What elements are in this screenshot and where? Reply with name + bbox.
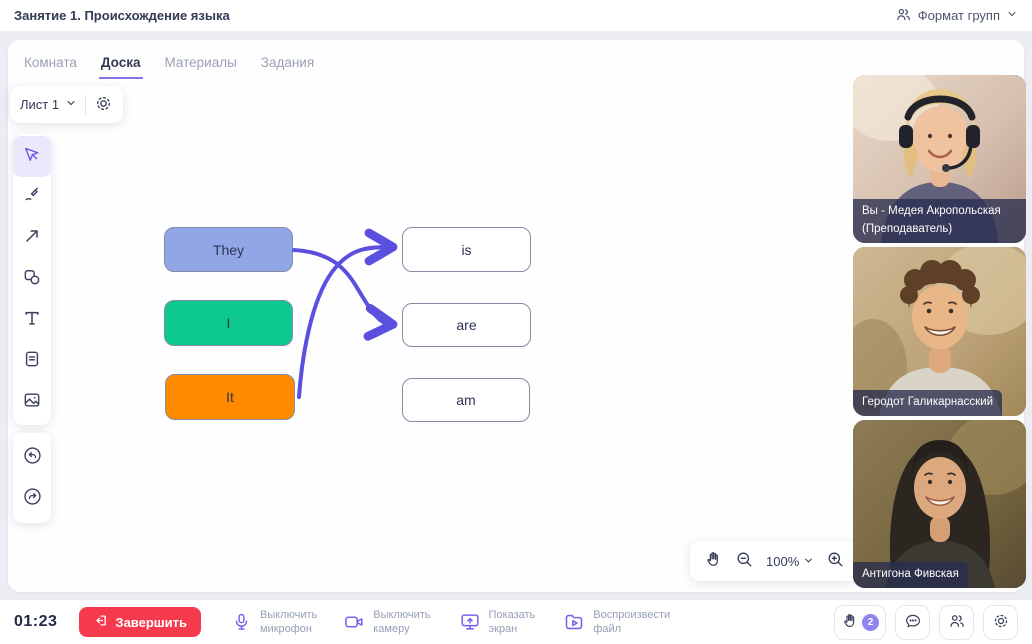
camera-icon bbox=[343, 611, 365, 633]
tool-note[interactable] bbox=[13, 341, 51, 382]
participant-name: Антигона Фивская bbox=[862, 568, 959, 581]
pan-button[interactable] bbox=[704, 550, 723, 572]
play-file-icon bbox=[563, 611, 585, 633]
sheet-selector-card: Лист 1 bbox=[10, 86, 124, 123]
tab-bar: Комната Доска Материалы Задания bbox=[22, 51, 316, 79]
video-tile-student-1[interactable]: Геродот Галикарнасский bbox=[853, 247, 1026, 416]
lesson-title: Занятие 1. Происхождение языка bbox=[14, 8, 230, 23]
card-are[interactable]: are bbox=[402, 303, 531, 347]
tool-text[interactable] bbox=[13, 300, 51, 341]
hand-icon bbox=[704, 550, 723, 572]
people-group-icon bbox=[895, 6, 912, 26]
participant-name-label: Антигона Фивская bbox=[853, 562, 968, 588]
redo-button[interactable] bbox=[13, 478, 51, 519]
arrow-they-to-are bbox=[292, 248, 398, 341]
main-panel: Комната Доска Материалы Задания Лист 1 bbox=[8, 40, 1026, 592]
group-format-button[interactable]: Формат групп bbox=[895, 6, 1018, 26]
pen-icon bbox=[22, 185, 42, 210]
zoom-out-button[interactable] bbox=[735, 550, 754, 572]
redo-icon bbox=[22, 486, 43, 512]
cursor-icon bbox=[22, 144, 42, 169]
document-icon bbox=[22, 349, 42, 374]
undo-button[interactable] bbox=[13, 437, 51, 478]
top-bar: Занятие 1. Происхождение языка Формат гр… bbox=[0, 0, 1032, 31]
tool-image[interactable] bbox=[13, 382, 51, 423]
shapes-icon bbox=[22, 267, 42, 292]
raised-hands-badge: 2 bbox=[862, 613, 879, 631]
tab-tasks[interactable]: Задания bbox=[260, 55, 315, 70]
participants-button[interactable] bbox=[939, 604, 974, 640]
gear-icon bbox=[992, 612, 1010, 633]
zoom-in-button[interactable] bbox=[826, 550, 845, 572]
tool-arrow[interactable] bbox=[13, 218, 51, 259]
logout-icon bbox=[93, 613, 108, 631]
card-they[interactable]: They bbox=[164, 227, 293, 272]
people-icon bbox=[948, 612, 966, 633]
participant-name-label: Вы - Медея Акропольская (Преподаватель) bbox=[853, 199, 1026, 243]
participant-name: Геродот Галикарнасский bbox=[862, 396, 994, 409]
history-card bbox=[13, 433, 51, 523]
tool-select[interactable] bbox=[13, 136, 51, 177]
sheet-dropdown[interactable]: Лист 1 bbox=[20, 97, 77, 112]
arrow-it-to-is bbox=[297, 228, 398, 399]
tab-room[interactable]: Комната bbox=[24, 55, 77, 70]
sheet-label: Лист 1 bbox=[20, 97, 60, 112]
chevron-down-icon bbox=[1006, 8, 1018, 23]
zoom-level-value: 100% bbox=[766, 553, 800, 569]
zoom-level-dropdown[interactable]: 100% bbox=[766, 554, 814, 569]
text-icon bbox=[22, 308, 42, 333]
divider bbox=[85, 94, 87, 115]
card-it[interactable]: It bbox=[165, 374, 295, 420]
tool-pen[interactable] bbox=[13, 177, 51, 218]
card-is[interactable]: is bbox=[402, 227, 531, 272]
video-tile-teacher[interactable]: Вы - Медея Акропольская (Преподаватель) bbox=[853, 75, 1026, 243]
tool-shapes[interactable] bbox=[13, 259, 51, 300]
gear-icon bbox=[94, 94, 113, 116]
card-i[interactable]: I bbox=[164, 300, 293, 346]
card-am[interactable]: am bbox=[402, 378, 530, 422]
microphone-icon bbox=[231, 612, 252, 633]
session-timer: 01:23 bbox=[14, 613, 58, 630]
screen-share-icon bbox=[459, 611, 481, 633]
chat-button[interactable] bbox=[895, 604, 930, 640]
arrow-icon bbox=[22, 226, 42, 251]
zoom-controls: 100% bbox=[690, 541, 860, 581]
zoom-out-icon bbox=[735, 550, 754, 572]
chevron-down-icon bbox=[65, 97, 77, 112]
board-settings-button[interactable] bbox=[94, 94, 113, 116]
footer-right-buttons: 2 bbox=[834, 604, 1018, 640]
tab-materials[interactable]: Материалы bbox=[164, 55, 237, 70]
zoom-in-icon bbox=[826, 550, 845, 572]
participant-name-label: Геродот Галикарнасский bbox=[853, 390, 1003, 416]
image-icon bbox=[22, 390, 42, 415]
tool-palette bbox=[13, 134, 51, 425]
chevron-down-icon bbox=[803, 554, 814, 569]
undo-icon bbox=[22, 445, 43, 471]
end-session-button[interactable]: Завершить bbox=[79, 607, 201, 637]
student-2-video-frame bbox=[853, 420, 1026, 588]
raised-hands-button[interactable]: 2 bbox=[834, 604, 886, 640]
raised-hand-icon bbox=[841, 612, 859, 633]
participant-name: Вы - Медея Акропольская bbox=[862, 205, 1001, 218]
settings-button[interactable] bbox=[983, 604, 1018, 640]
chat-bubble-icon bbox=[904, 612, 922, 633]
end-session-label: Завершить bbox=[115, 614, 187, 630]
participant-role: (Преподаватель) bbox=[862, 223, 953, 236]
video-tile-student-2[interactable]: Антигона Фивская bbox=[853, 420, 1026, 588]
tab-board[interactable]: Доска bbox=[98, 51, 143, 79]
group-format-label: Формат групп bbox=[917, 8, 1000, 23]
